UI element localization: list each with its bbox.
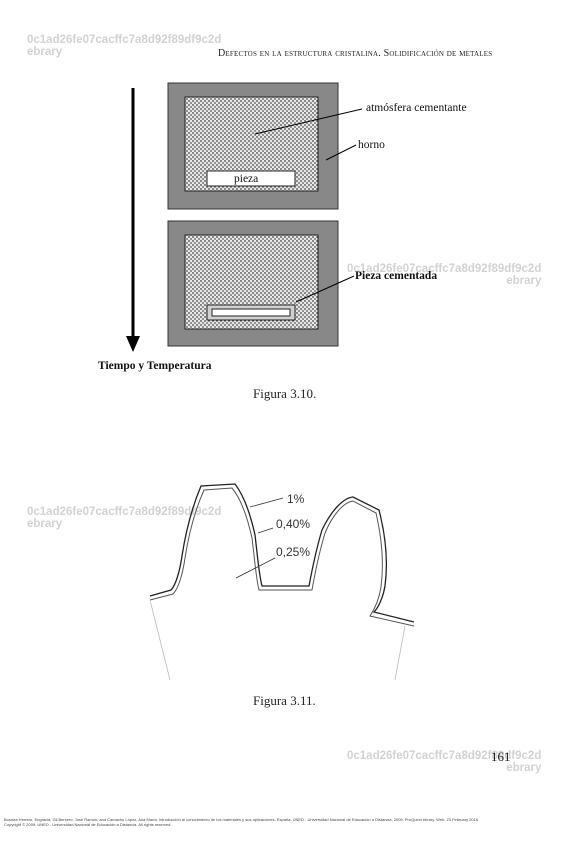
leader-atmosfera: [254, 108, 363, 135]
gear-profile-inner: [149, 487, 415, 627]
figure-caption-3-11: Figura 3.11.: [253, 693, 316, 708]
label-pieza: pieza: [234, 173, 258, 185]
copyright-line: Copyright © 2009. UNED - Universidad Nac…: [4, 822, 172, 827]
label-1pct: 1%: [287, 492, 305, 506]
watermark-hash: 0c1ad26fe07cacffc7a8d92f89df9c2d: [347, 263, 542, 275]
citation-line: Bosnea Herrero, Engracia; Gil Bercero, J…: [4, 817, 480, 822]
watermark-hash: 0c1ad26fe07cacffc7a8d92f89df9c2d: [27, 34, 222, 46]
figure-3-10-diagram: atmósfera cementante horno pieza Pieza c…: [98, 82, 467, 372]
figure-caption-3-10: Figura 3.10.: [253, 386, 317, 401]
piece-cemented-core: [211, 308, 291, 317]
axis-label-tiempo-temperatura: Tiempo y Temperatura: [98, 360, 212, 372]
figure-3-11-gear-diagram: 1% 0,40% 0,25%: [149, 483, 415, 681]
watermark: 0c1ad26fe07cacffc7a8d92f89df9c2d ebrary: [27, 34, 221, 58]
citation-footer: Bosnea Herrero, Engracia; Gil Bercero, J…: [4, 817, 479, 827]
watermark: 0c1ad26fe07cacffc7a8d92f89df9c2d ebrary: [347, 750, 541, 774]
arrow-head: [126, 336, 140, 352]
watermark-ebrary: ebrary: [506, 762, 542, 774]
label-horno: horno: [358, 139, 385, 151]
label-040pct: 0,40%: [276, 517, 310, 531]
leader-horno: [325, 144, 357, 161]
section-line-left: [149, 599, 171, 681]
watermark-ebrary: ebrary: [27, 518, 63, 530]
watermark-hash: 0c1ad26fe07cacffc7a8d92f89df9c2d: [347, 750, 542, 762]
watermark: 0c1ad26fe07cacffc7a8d92f89df9c2d ebrary: [27, 506, 221, 530]
watermark-hash: 0c1ad26fe07cacffc7a8d92f89df9c2d: [27, 506, 222, 518]
watermark-ebrary: ebrary: [506, 275, 542, 287]
page-number: 161: [491, 749, 511, 764]
gear-profile-outer: [149, 483, 415, 623]
label-atmosfera: atmósfera cementante: [366, 102, 467, 114]
leader-pieza-cementada: [295, 275, 355, 303]
running-header: Defectos en la estructura cristalina. So…: [218, 48, 493, 59]
watermark-ebrary: ebrary: [27, 46, 63, 58]
leader-040pct: [257, 527, 274, 534]
leader-025pct: [235, 557, 276, 579]
leader-1pct: [249, 497, 284, 508]
piece-top: [206, 170, 296, 187]
label-pieza-cementada: Pieza cementada: [355, 270, 437, 282]
label-025pct: 0,25%: [276, 545, 310, 559]
section-line-right: [394, 625, 406, 681]
watermark: 0c1ad26fe07cacffc7a8d92f89df9c2d ebrary: [347, 263, 541, 287]
